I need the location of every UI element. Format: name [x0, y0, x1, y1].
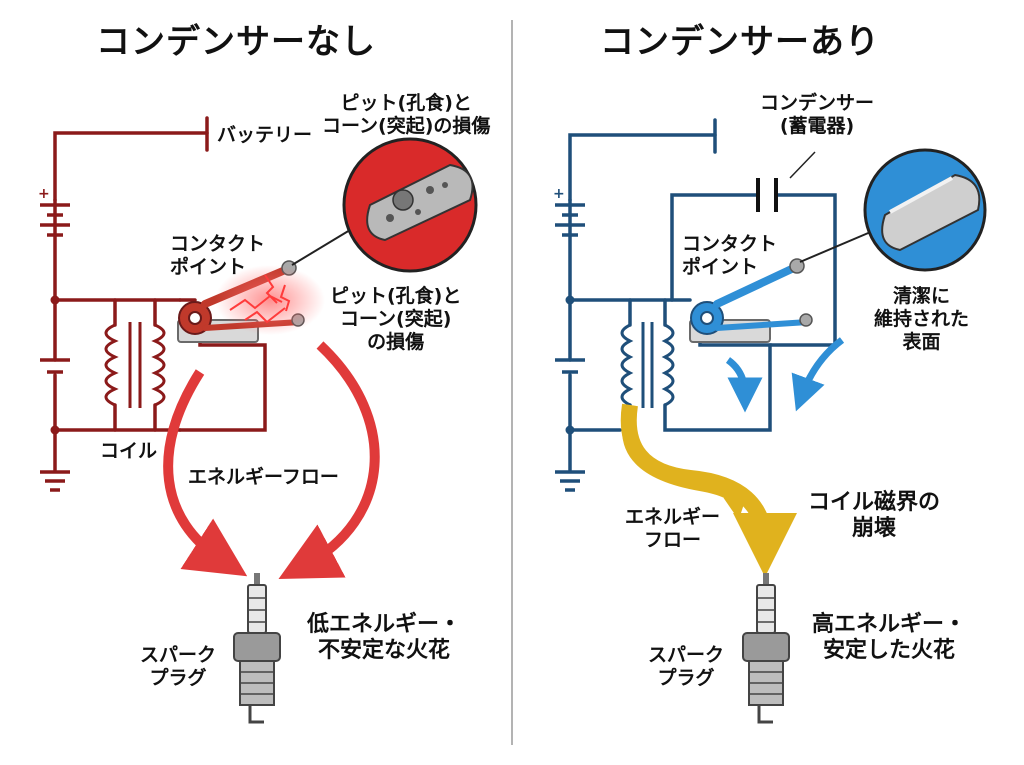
right-capacitor-icon: [756, 178, 778, 212]
left-zoom-leader: [291, 229, 351, 266]
left-coil-label: コイル: [100, 440, 158, 462]
left-coil-icon: [104, 322, 166, 408]
left-junction: [50, 295, 60, 305]
right-condenser-leader: [789, 151, 816, 179]
left-spark-bolts: [229, 274, 291, 324]
left-spark-plug-icon: [233, 573, 281, 724]
left-damage-mid-label: ピット(孔食)と コーン(突起) の損傷: [330, 285, 462, 353]
right-collapse-arrow: [620, 403, 797, 577]
right-spark-plug-label: スパーク プラグ: [648, 644, 725, 689]
right-junction: [565, 295, 575, 305]
right-condenser-label: コンデンサー (蓄電器): [760, 92, 875, 137]
right-spark-result-label: 高エネルギー・ 安定した火花: [812, 612, 967, 664]
left-damage-top-label: ピット(孔食)と コーン(突起)の損傷: [322, 92, 491, 137]
left-junction: [50, 425, 60, 435]
left-spark-plug-label: スパーク プラグ: [140, 644, 217, 689]
left-zoom-lens: [342, 137, 478, 273]
right-flow-arrow: [622, 429, 748, 520]
left-battery-icon: [40, 203, 70, 374]
right-clean-surface-label: 清潔に 維持された 表面: [874, 285, 970, 353]
left-spark-result-label: 低エネルギー・ 不安定な火花: [307, 612, 462, 664]
left-contact-point-label: コンタクト ポイント: [170, 233, 266, 278]
right-energy-flow-label: エネルギー フロー: [625, 506, 721, 551]
right-ground-icon: [555, 470, 585, 492]
right-contact-breaker: [689, 258, 813, 343]
right-energy-arrow: [725, 357, 763, 413]
right-zoom-leader: [799, 227, 881, 263]
left-energy-flow-label: エネルギーフロー: [188, 466, 339, 488]
left-battery-label: バッテリー: [217, 124, 313, 146]
right-energy-arrow: [791, 337, 845, 412]
right-collapse-label: コイル磁界の 崩壊: [808, 490, 941, 542]
right-zoom-lens: [863, 148, 987, 272]
right-junction: [565, 425, 575, 435]
right-contact-point-label: コンタクト ポイント: [682, 233, 778, 278]
left-ground-icon: [40, 470, 70, 492]
left-spark-glow: [215, 265, 325, 335]
right-battery-icon: [555, 203, 585, 374]
right-battery-plus: +: [553, 186, 565, 202]
right-spark-plug-icon: [742, 573, 790, 724]
left-battery-plus: +: [38, 186, 50, 202]
left-energy-arrow: [278, 341, 380, 580]
left-energy-arrow: [163, 369, 248, 577]
left-title: コンデンサーなし: [96, 22, 376, 62]
right-coil-icon: [620, 322, 675, 408]
right-title: コンデンサーあり: [600, 22, 880, 62]
